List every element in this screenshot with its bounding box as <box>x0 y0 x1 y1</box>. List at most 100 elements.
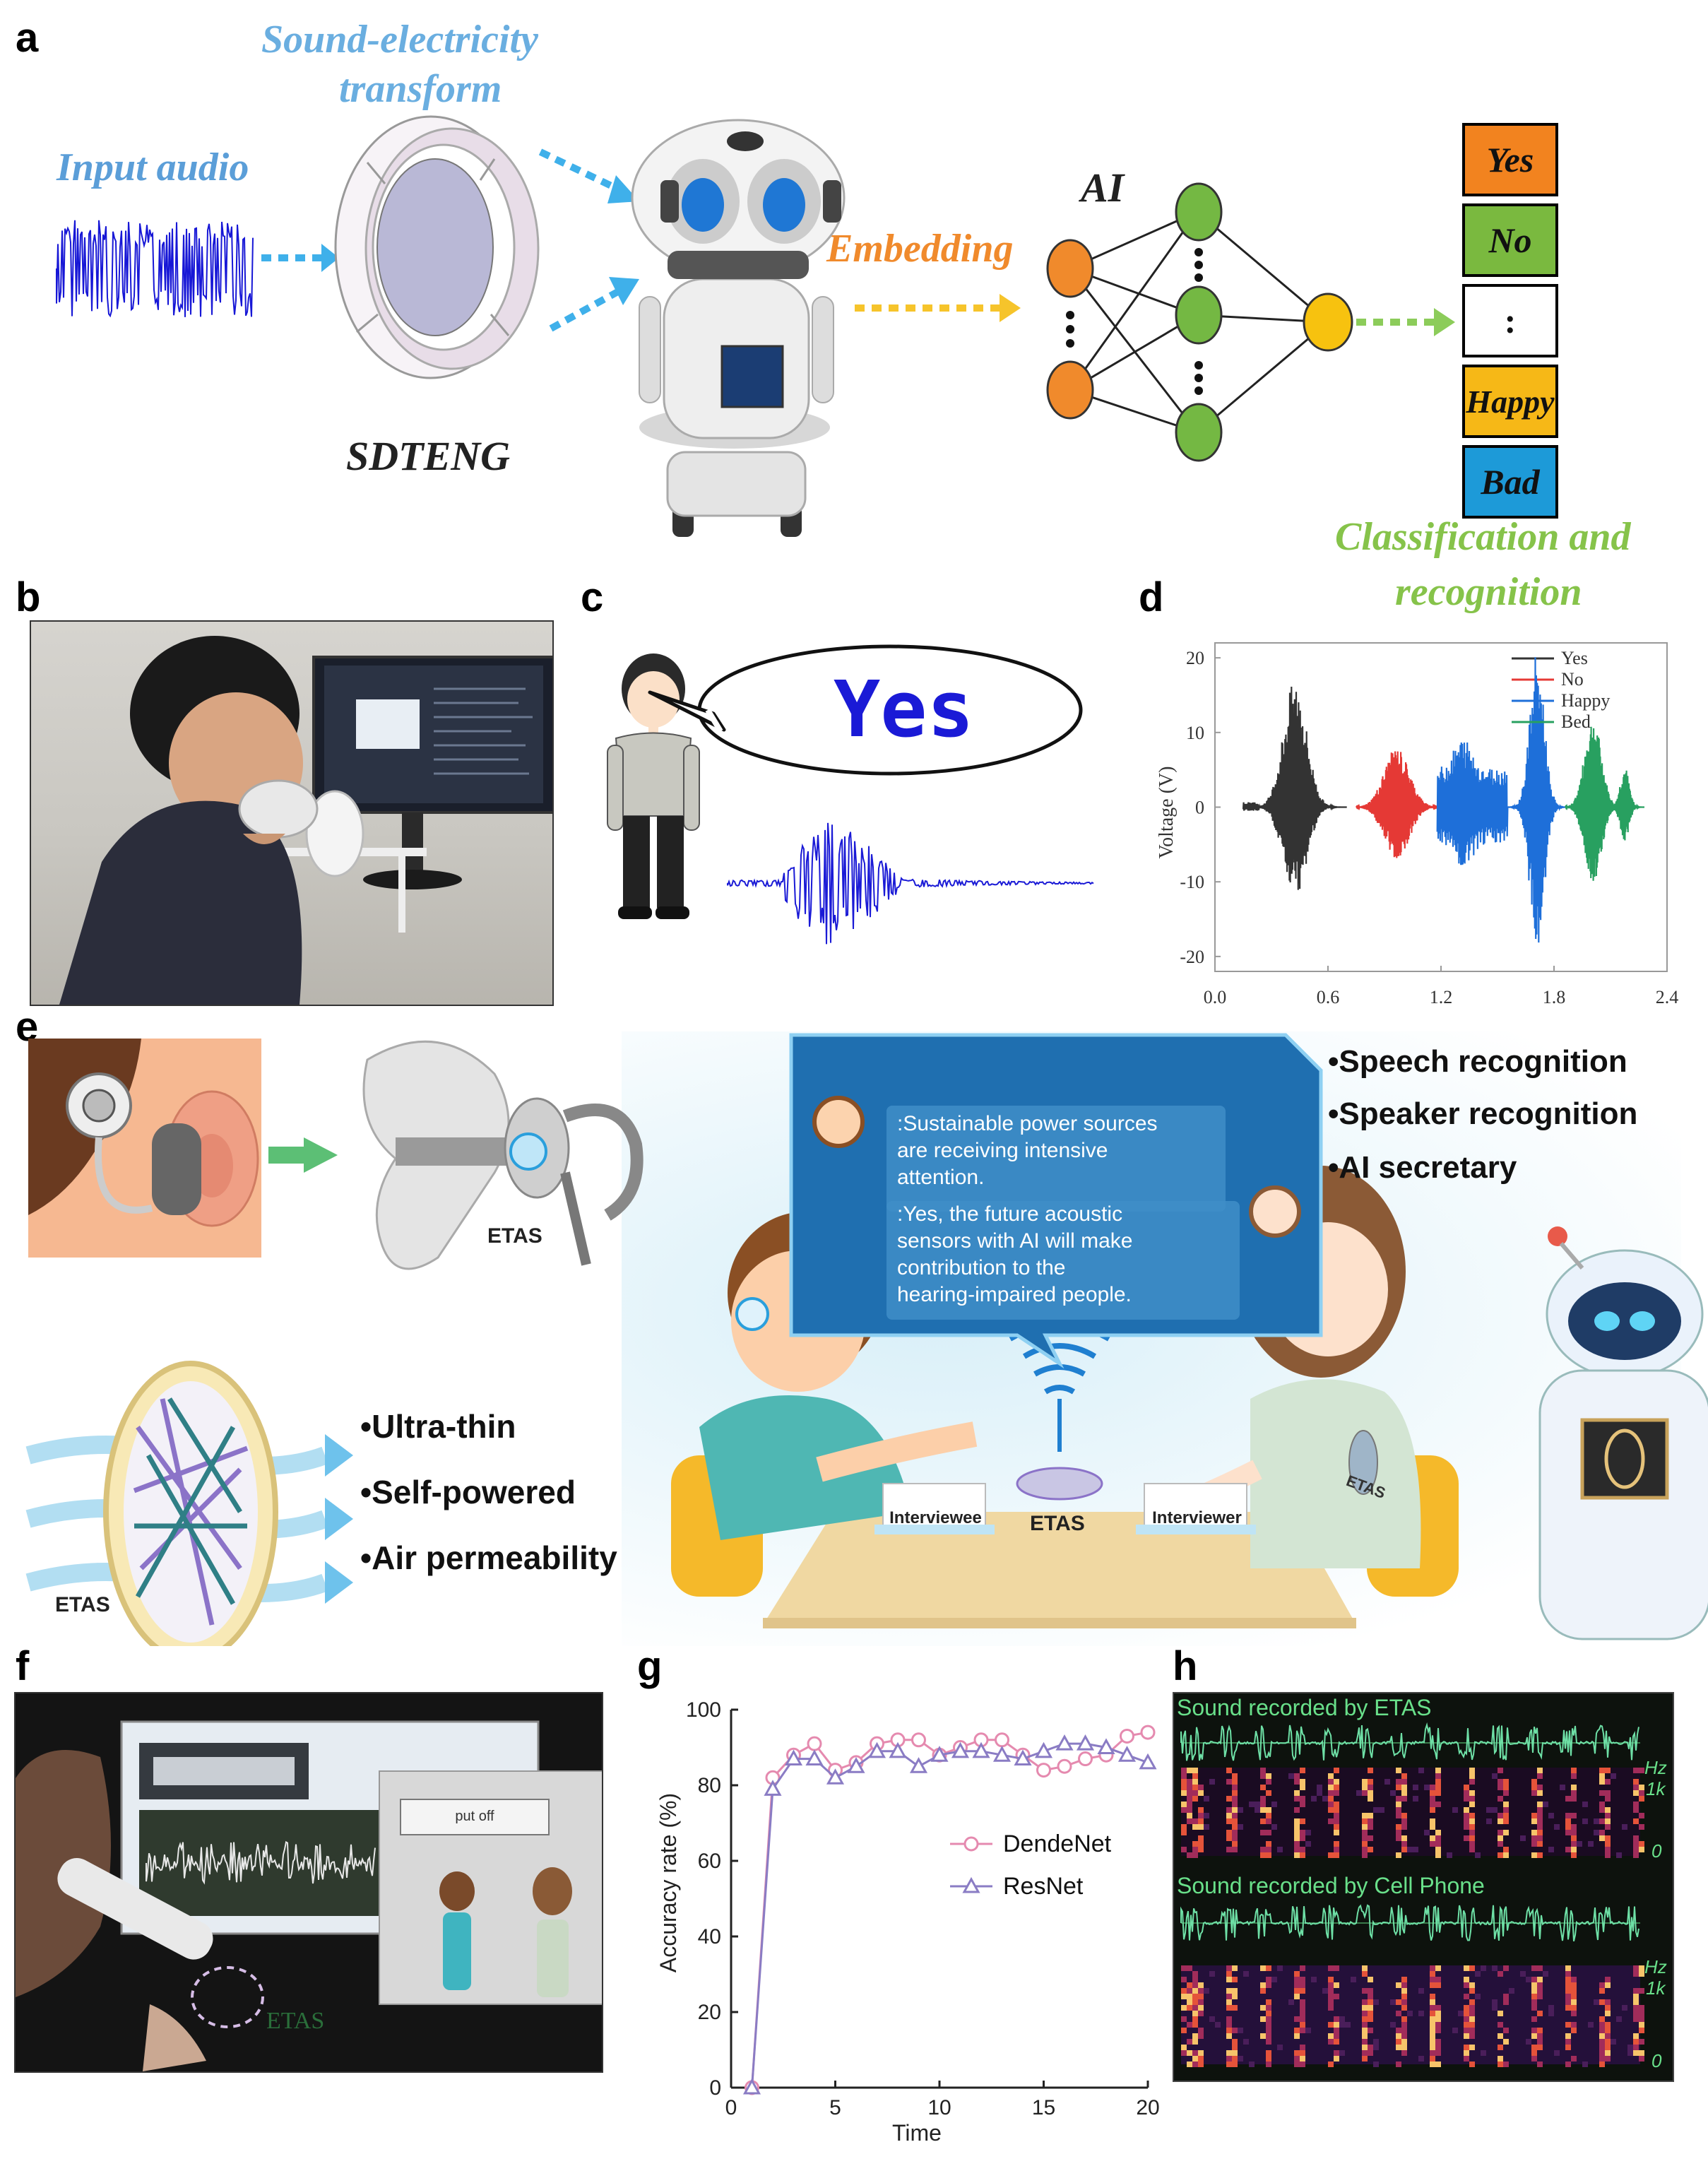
data-point <box>807 1736 822 1751</box>
dashed-arrow <box>538 148 624 194</box>
data-point <box>1139 1753 1157 1770</box>
chat-line: :Yes, the future acoustic <box>897 1202 1123 1226</box>
1k-label-top: 1k <box>1646 1778 1666 1799</box>
waveform-track <box>1180 1722 1640 1761</box>
speech-waveform <box>727 822 1094 945</box>
top-recording-title: Sound recorded by ETAS <box>1177 1695 1432 1720</box>
panel-label-b: b <box>16 574 41 620</box>
photo-b-illustration <box>59 636 552 1005</box>
application-ai-secretary: •AI secretary <box>1328 1150 1517 1185</box>
zero-label-top: 0 <box>1651 1840 1662 1862</box>
y-tick-label: 0 <box>709 2076 721 2100</box>
legend-entry: No <box>1561 669 1584 690</box>
embedding-label: Embedding <box>826 227 1014 271</box>
class-box: Bad <box>1462 445 1558 519</box>
chat-message-2: :Yes, the future acoustic sensors with A… <box>897 1201 1132 1308</box>
data-point <box>889 1741 907 1758</box>
y-tick-label: 60 <box>698 1850 721 1873</box>
dashed-arrow <box>549 286 624 332</box>
robot-illustration <box>631 119 846 537</box>
x-tick-label: 0.6 <box>1317 987 1340 1007</box>
x-tick-label: 10 <box>927 2096 951 2119</box>
x-tick-label: 1.8 <box>1543 987 1566 1007</box>
x-tick-label: 0 <box>725 2096 737 2119</box>
recognition-label: recognition <box>1395 570 1582 614</box>
chat-message-1: :Sustainable power sources are receiving… <box>897 1111 1158 1191</box>
series-dendenet-line <box>751 1731 1149 2088</box>
data-point <box>1057 1758 1072 1774</box>
bottom-recording-title: Sound recorded by Cell Phone <box>1177 1873 1485 1898</box>
arrow-head <box>609 277 639 305</box>
screen-button-label: put off <box>455 1809 494 1824</box>
x-tick-label: 2.4 <box>1656 987 1679 1007</box>
y-tick-label: 20 <box>698 2001 721 2024</box>
y-tick-label: -20 <box>1180 947 1204 967</box>
legend-entry: Yes <box>1561 648 1588 668</box>
hz-label-top: Hz <box>1644 1757 1667 1778</box>
green-arrow <box>304 1137 338 1173</box>
speech-bubble <box>648 644 1083 776</box>
panel-a-graphics <box>56 115 1455 537</box>
photo-f-illustration <box>16 1720 602 2071</box>
data-point <box>1036 1763 1051 1778</box>
panel-label-c: c <box>581 574 604 620</box>
application-speaker-recognition: •Speaker recognition <box>1328 1096 1638 1131</box>
data-point <box>1117 1746 1137 1762</box>
arrow-head <box>1434 308 1455 336</box>
legend-entry: ResNet <box>1003 1873 1084 1900</box>
x-tick-label: 15 <box>1032 2096 1055 2119</box>
data-point <box>784 1749 803 1766</box>
data-point <box>1120 1728 1134 1744</box>
application-speech-recognition: •Speech recognition <box>1328 1044 1627 1079</box>
series-line <box>1242 686 1347 890</box>
series-line <box>1564 726 1644 881</box>
x-tick-label: 5 <box>829 2096 841 2119</box>
nn-nodes <box>1046 182 1353 462</box>
series-bed-trace <box>1564 726 1644 881</box>
spectrogram-panel: Sound recorded by ETAS Sound recorded by… <box>1173 1692 1674 2082</box>
chat-line: contribution to the <box>897 1256 1066 1279</box>
x-tick-label: 0.0 <box>1204 987 1227 1007</box>
panel-label-d: d <box>1139 574 1164 620</box>
class-box: : <box>1462 284 1558 357</box>
data-point <box>1078 1751 1093 1767</box>
y-tick-label: 0 <box>1195 798 1204 818</box>
data-point <box>847 1757 865 1773</box>
spectrogram-graphics <box>1180 1722 1644 2067</box>
hz-label-bottom: Hz <box>1644 1956 1667 1977</box>
panel-label-a: a <box>16 15 39 61</box>
classification-boxes: Yes No : Happy Bad <box>1462 123 1558 519</box>
spectrogram <box>1181 1965 1644 2067</box>
panel-label-h: h <box>1173 1643 1198 1689</box>
data-point <box>909 1757 928 1773</box>
y-axis-label: Accuracy rate (%) <box>656 1793 681 1972</box>
ear-anatomy <box>362 1040 644 1270</box>
sound-electricity-label: Sound-electricity <box>261 18 538 61</box>
arrow-head <box>321 244 339 272</box>
nn-ellipsis <box>1066 248 1203 395</box>
hearing-aid-ear <box>28 1039 261 1258</box>
classification-label: Classification and <box>1335 515 1631 559</box>
interviewer-sign: Interviewer <box>1152 1508 1242 1527</box>
data-point <box>805 1749 824 1766</box>
data-point <box>867 1741 886 1758</box>
data-point <box>742 2078 761 2095</box>
data-point <box>1055 1734 1074 1751</box>
data-point <box>1076 1734 1095 1751</box>
chat-line: attention. <box>897 1166 985 1189</box>
y-axis-label: Voltage (V) <box>1156 767 1178 859</box>
feature-self-powered: •Self-powered <box>360 1474 576 1510</box>
legend-entry: Happy <box>1561 690 1610 711</box>
data-point <box>764 1780 782 1796</box>
chat-line: hearing-impaired people. <box>897 1283 1132 1306</box>
input-audio-label: Input audio <box>57 146 249 189</box>
transform-label: transform <box>339 67 502 111</box>
series-line <box>1356 751 1438 858</box>
series-yes-trace <box>1242 686 1347 890</box>
data-point <box>995 1732 1009 1748</box>
x-tick-label: 20 <box>1136 2096 1159 2119</box>
data-point <box>992 1746 1012 1762</box>
data-point <box>911 1732 926 1748</box>
